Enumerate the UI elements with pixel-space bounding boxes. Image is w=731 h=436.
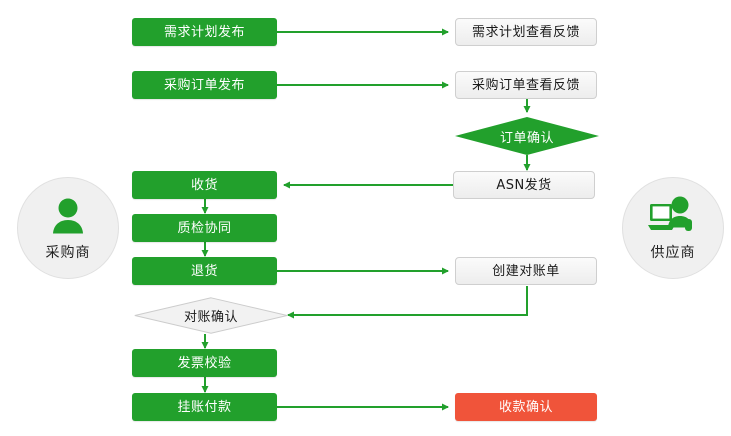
person-at-computer-icon — [648, 196, 692, 231]
node-purchase-order-view-feedback[interactable]: 采购订单查看反馈 — [455, 71, 597, 99]
node-receive-goods[interactable]: 收货 — [132, 171, 277, 199]
node-order-confirm[interactable]: 订单确认 — [455, 117, 599, 155]
node-quality-inspection[interactable]: 质检协同 — [132, 214, 277, 242]
person-icon — [53, 198, 83, 233]
node-purchase-order-publish[interactable]: 采购订单发布 — [132, 71, 277, 99]
actor-supplier-label: 供应商 — [650, 244, 696, 261]
edge-n10-n11 — [287, 286, 528, 319]
node-return-goods[interactable]: 退货 — [132, 257, 277, 285]
node-receipt-confirm[interactable]: 收款确认 — [455, 393, 597, 421]
node-demand-plan-view-feedback[interactable]: 需求计划查看反馈 — [455, 18, 597, 46]
node-statement-confirm[interactable]: 对账确认 — [134, 297, 288, 334]
node-asn-shipment[interactable]: ASN发货 — [453, 171, 595, 199]
node-payment-posting[interactable]: 挂账付款 — [132, 393, 277, 421]
node-create-statement[interactable]: 创建对账单 — [455, 257, 597, 285]
diamond-shape — [134, 297, 288, 334]
actor-buyer-label: 采购商 — [45, 244, 91, 261]
actor-supplier[interactable]: 供应商 — [622, 177, 724, 279]
actor-buyer[interactable]: 采购商 — [17, 177, 119, 279]
node-invoice-verification[interactable]: 发票校验 — [132, 349, 277, 377]
node-demand-plan-publish[interactable]: 需求计划发布 — [132, 18, 277, 46]
diamond-shape — [455, 117, 599, 155]
